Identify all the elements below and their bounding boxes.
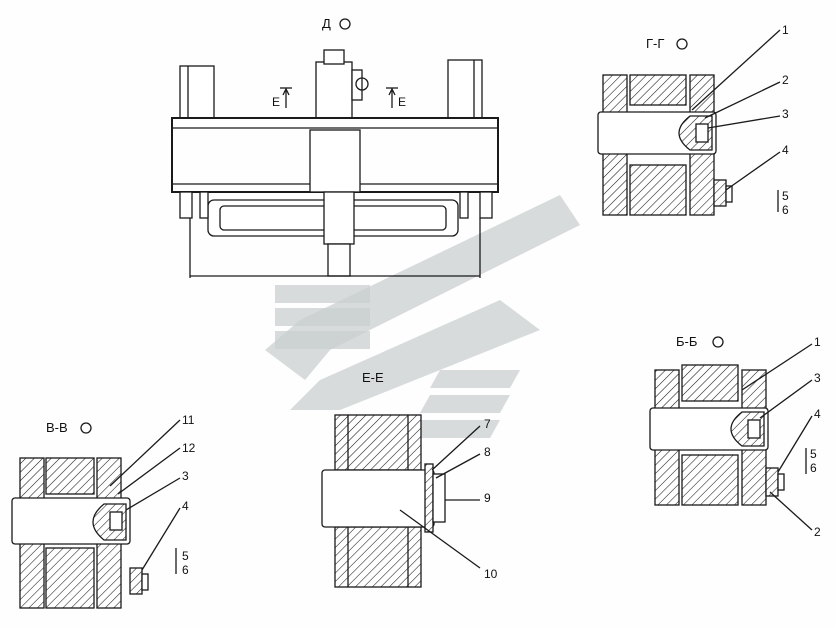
callout-9: 9	[484, 491, 491, 505]
callout-1: 1	[782, 23, 789, 37]
callout-4: 4	[814, 407, 821, 421]
callout-4: 4	[182, 499, 189, 513]
section-gg-title: Г-Г	[646, 36, 664, 51]
watermark-logo	[265, 195, 580, 438]
section-bb: Б-Б 1 3 4 5 6 2	[649, 334, 821, 539]
left-post	[179, 65, 215, 119]
view-marker-icon	[712, 336, 724, 348]
top-block	[315, 61, 353, 119]
callout-5: 5	[182, 549, 189, 563]
callout-3: 3	[814, 371, 821, 385]
pin-ee	[321, 469, 435, 528]
callout-11: 11	[182, 413, 195, 427]
callout-5: 5	[782, 189, 789, 203]
view-marker-icon	[80, 422, 92, 434]
view-marker-icon	[339, 18, 351, 30]
callout-2: 2	[782, 73, 789, 87]
callout-6: 6	[182, 563, 189, 577]
callout-6: 6	[782, 203, 789, 217]
callout-5: 5	[810, 447, 817, 461]
section-vv: В-В 11 12 3 4 5 6	[11, 413, 196, 609]
center-rod	[323, 191, 355, 245]
section-vv-title: В-В	[46, 420, 68, 435]
callout-6: 6	[810, 461, 817, 475]
view-marker-icon	[676, 38, 688, 50]
callout-3: 3	[782, 107, 789, 121]
callout-2: 2	[814, 525, 821, 539]
callout-7: 7	[484, 417, 491, 431]
section-ee: Е-Е 7 8 9 10	[321, 370, 498, 588]
section-bb-title: Б-Б	[676, 334, 697, 349]
center-cylinder	[309, 129, 361, 193]
callout-10: 10	[484, 567, 498, 581]
cut-label-left: Е	[272, 95, 280, 109]
callout-3: 3	[182, 469, 189, 483]
section-ee-title: Е-Е	[362, 370, 384, 385]
cut-label-right: Е	[398, 95, 406, 109]
callout-1: 1	[814, 335, 821, 349]
callout-8: 8	[484, 445, 491, 459]
top-view: Д Е Е	[171, 16, 499, 278]
right-post	[447, 59, 483, 119]
callout-12: 12	[182, 441, 196, 455]
top-view-title: Д	[322, 16, 331, 31]
callout-4: 4	[782, 143, 789, 157]
section-gg: Г-Г 1 2 3 4 5 6	[597, 23, 789, 217]
